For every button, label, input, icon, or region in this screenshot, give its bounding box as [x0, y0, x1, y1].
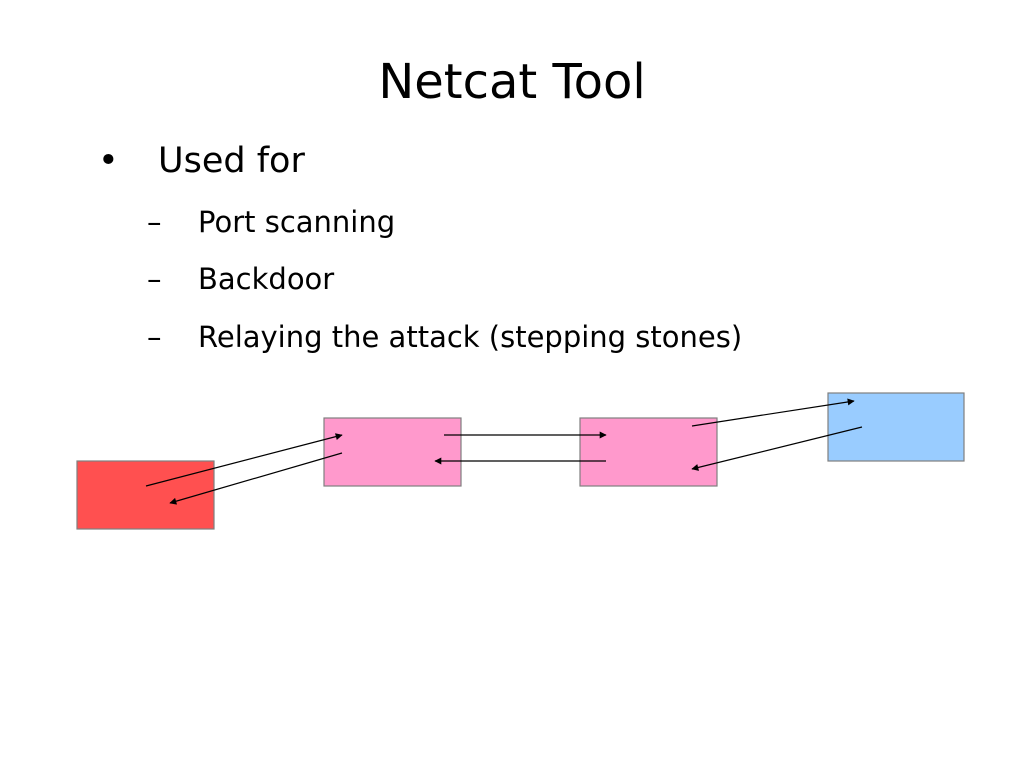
subbullet-marker: – [147, 320, 162, 354]
bullet-text: Used for [158, 141, 305, 181]
arrow-attacker-to-stone1 [145, 433, 343, 487]
target-host-box [827, 392, 965, 462]
arrow-target-to-stone2 [691, 426, 863, 471]
subbullet-text: Relaying the attack (stepping stones) [198, 320, 743, 354]
slide-title: Netcat Tool [378, 54, 646, 110]
attacker-host-box [76, 460, 215, 530]
stepping-stone-1-box [323, 417, 462, 487]
subbullet-marker: – [147, 262, 162, 296]
arrow-stone2-to-target [691, 398, 855, 427]
subbullet-text: Port scanning [198, 205, 396, 239]
subbullet-marker: – [147, 205, 162, 239]
arrow-stone1-to-attacker [169, 452, 343, 505]
stepping-stone-2-box [579, 417, 718, 487]
bullet-marker: • [98, 141, 119, 181]
subbullet-text: Backdoor [198, 262, 335, 296]
